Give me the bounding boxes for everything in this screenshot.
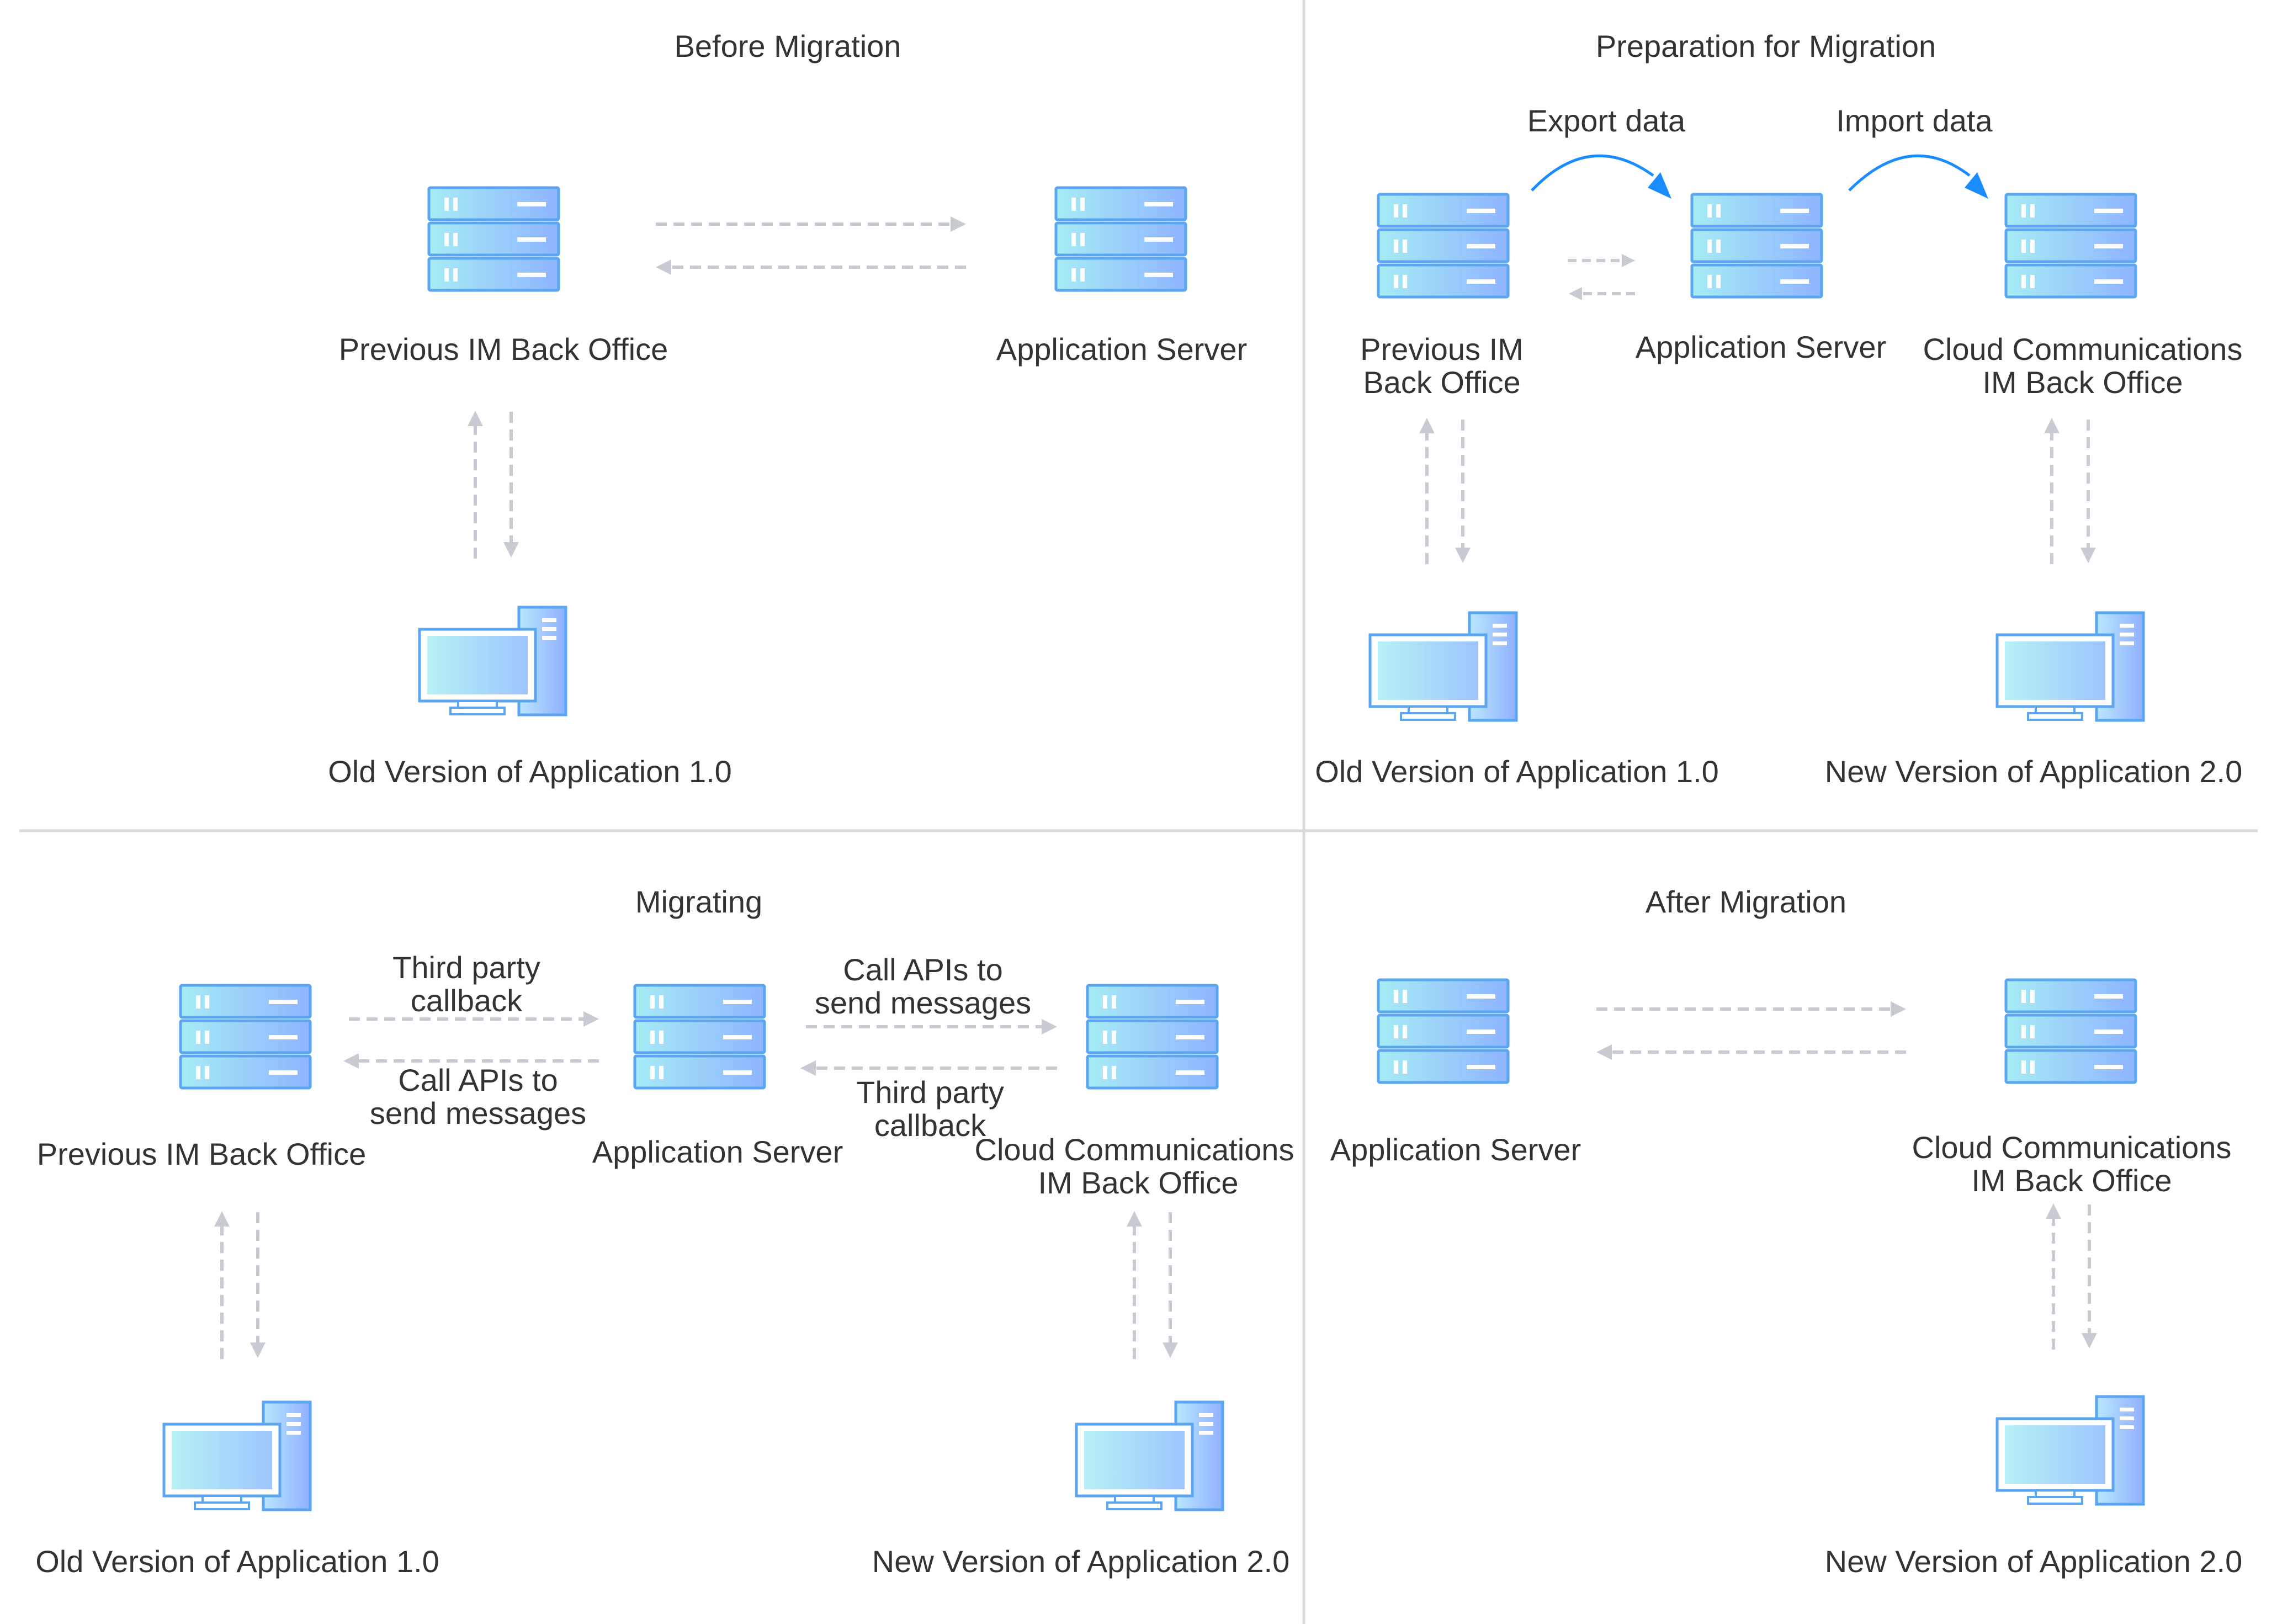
computer-icon (1997, 1397, 2143, 1504)
call-apis-label-line1: Call APIs to (843, 952, 1002, 987)
old-application-label: Old Version of Application 1.0 (35, 1544, 439, 1579)
previous-im-back-office-label: Previous IM Back Office (37, 1137, 367, 1171)
import-data-label: Import data (1836, 103, 1993, 138)
panel-title: Before Migration (675, 29, 901, 63)
dashed-arrow-left (1569, 287, 1635, 300)
call-apis-label-line2: send messages (815, 985, 1031, 1020)
dashed-arrow-left (1596, 1044, 1906, 1060)
server-icon (1692, 194, 1822, 297)
dashed-arrow-left (800, 1060, 1057, 1076)
third-party-callback-label-line1: Third party (856, 1075, 1004, 1110)
dashed-arrow-up (2044, 418, 2060, 564)
third-party-callback-label-line1: Third party (392, 950, 540, 985)
cloud-communications-label-line1: Cloud Communications (975, 1132, 1294, 1167)
panel-title: After Migration (1646, 884, 1846, 919)
server-icon (2006, 194, 2136, 297)
computer-icon (1370, 613, 1516, 720)
new-application-label: New Version of Application 2.0 (1825, 1544, 2242, 1579)
previous-im-back-office-label: Previous IM Back Office (339, 332, 668, 367)
dashed-arrow-down (503, 412, 519, 558)
dashed-arrow-up (1127, 1211, 1142, 1359)
panel-title: Preparation for Migration (1596, 29, 1936, 63)
panel-title: Migrating (635, 884, 762, 919)
cloud-communications-label-line1: Cloud Communications (1923, 332, 2243, 367)
computer-icon (1997, 613, 2143, 720)
new-application-label: New Version of Application 2.0 (872, 1544, 1289, 1579)
dashed-arrow-up (2046, 1203, 2061, 1350)
dashed-arrow-down (2082, 1204, 2097, 1349)
application-server-label: Application Server (1330, 1132, 1581, 1167)
computer-icon (420, 607, 566, 715)
call-apis-label-line2: send messages (370, 1096, 586, 1131)
im-back-office-label-line2: IM Back Office (1971, 1163, 2172, 1198)
server-icon (181, 985, 310, 1088)
previous-im-label-line1: Previous IM (1360, 332, 1524, 367)
dashed-arrow-up (214, 1211, 230, 1359)
old-application-label: Old Version of Application 1.0 (1315, 754, 1719, 789)
computer-icon (164, 1402, 310, 1510)
dashed-arrow-right (656, 216, 966, 232)
dashed-arrow-down (1455, 420, 1471, 563)
server-icon (1378, 194, 1508, 297)
dashed-arrow-up (1419, 418, 1435, 564)
server-icon (2006, 980, 2136, 1082)
panel-preparation-for-migration: Preparation for Migration Export data Im… (1315, 29, 2242, 789)
dashed-arrow-down (2080, 420, 2096, 563)
dashed-arrow-down (250, 1212, 266, 1358)
old-application-label: Old Version of Application 1.0 (328, 754, 732, 789)
dashed-arrow-down (1163, 1212, 1178, 1358)
application-server-label: Application Server (1636, 330, 1886, 364)
server-icon (1378, 980, 1508, 1082)
dashed-arrow-left (343, 1053, 599, 1069)
new-application-label: New Version of Application 2.0 (1825, 754, 2242, 789)
im-back-office-label-line2: IM Back Office (1982, 365, 2183, 400)
dashed-arrow-right (806, 1019, 1057, 1034)
application-server-label: Application Server (592, 1134, 843, 1169)
third-party-callback-label-line2: callback (411, 983, 523, 1018)
dashed-arrow-right (1568, 254, 1635, 267)
dashed-arrow-left (656, 259, 966, 275)
cloud-communications-label-line1: Cloud Communications (1912, 1130, 2232, 1165)
server-icon (429, 188, 559, 290)
computer-icon (1076, 1402, 1223, 1510)
export-data-label: Export data (1527, 103, 1686, 138)
import-arrow (1848, 154, 1988, 199)
call-apis-label-line1: Call APIs to (398, 1063, 558, 1097)
panel-migrating: Migrating Third party callback Call APIs… (35, 884, 1294, 1579)
server-icon (1056, 188, 1186, 290)
export-arrow (1531, 154, 1671, 199)
panel-before-migration: Before Migration Previous IM Back Office… (328, 29, 1247, 789)
application-server-label: Application Server (996, 332, 1247, 367)
dashed-arrow-right (349, 1011, 599, 1027)
dashed-arrow-right (1596, 1001, 1906, 1017)
server-icon (635, 985, 765, 1088)
im-back-office-label-line2: IM Back Office (1038, 1165, 1238, 1200)
dashed-arrow-up (468, 411, 483, 559)
panel-after-migration: After Migration Application Server Cloud… (1330, 884, 2242, 1579)
back-office-label-line2: Back Office (1363, 365, 1520, 400)
server-icon (1087, 985, 1217, 1088)
third-party-callback-label-line2: callback (874, 1108, 986, 1143)
